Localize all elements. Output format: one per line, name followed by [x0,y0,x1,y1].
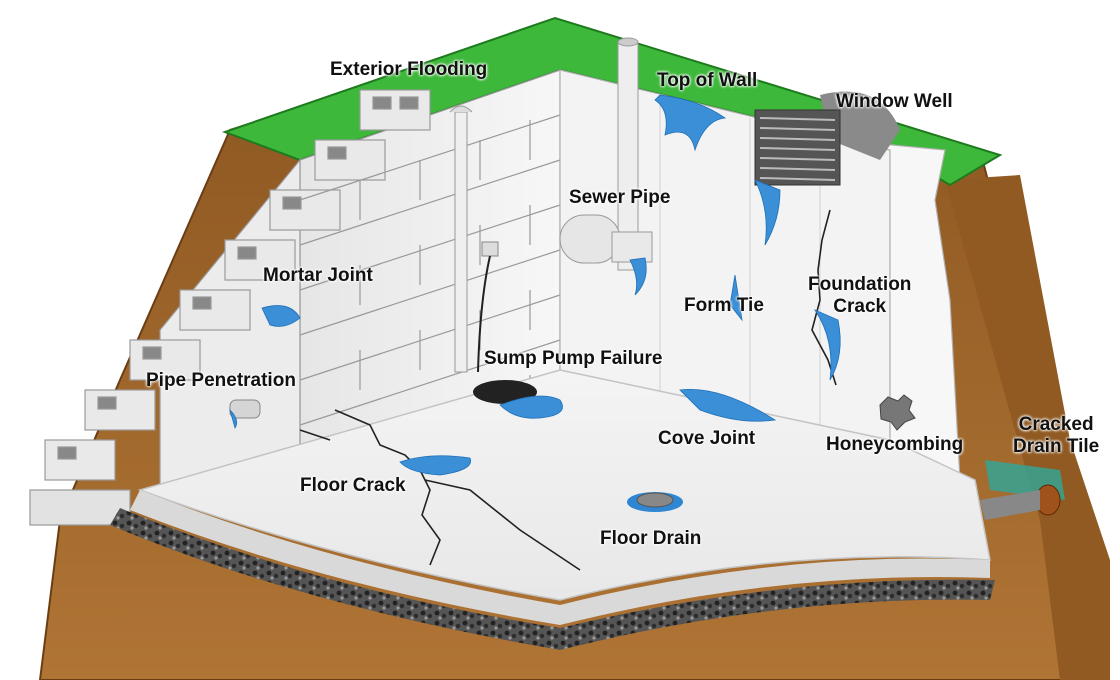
label-foundation-crack: Foundation Crack [808,274,911,318]
label-cove-joint: Cove Joint [658,428,756,449]
label-cracked-drain-tile-line2: Drain Tile [1013,436,1100,457]
drain-tile-art [980,460,1065,520]
label-honeycombing: Honeycombing [826,434,964,455]
soil-edge-right [945,175,1110,680]
sump-pipe-art [449,105,499,373]
label-floor-crack: Floor Crack [300,475,406,496]
water-marks [229,94,841,476]
window-well [754,91,900,186]
label-sump-pump-failure: Sump Pump Failure [484,348,663,369]
sump-pit [473,380,537,404]
label-cracked-drain-tile: Cracked Drain Tile [1013,414,1099,458]
label-pipe-penetration: Pipe Penetration [146,370,296,391]
floor-drain-art [627,492,683,512]
label-top-of-wall: Top of Wall [657,70,758,91]
pipe-penetration-art [229,399,261,419]
label-foundation-crack-line1: Foundation [808,274,912,295]
label-cracked-drain-tile-line1: Cracked [1018,414,1094,435]
honeycomb-art [879,394,916,431]
block-wall [29,69,561,526]
label-exterior-flooding: Exterior Flooding [330,59,488,80]
foundation-crack-line [811,209,837,386]
right-wall [839,139,961,481]
label-floor-drain: Floor Drain [600,528,702,549]
label-foundation-crack-line2: Crack [833,296,887,317]
floor-edge [130,490,990,625]
label-window-well: Window Well [836,91,953,112]
sewer-pipe-art [559,37,653,271]
label-form-tie: Form Tie [684,295,764,316]
label-sewer-pipe: Sewer Pipe [569,187,671,208]
gravel-bed [110,508,995,650]
floor-slab [137,369,991,601]
label-mortar-joint: Mortar Joint [263,265,373,286]
